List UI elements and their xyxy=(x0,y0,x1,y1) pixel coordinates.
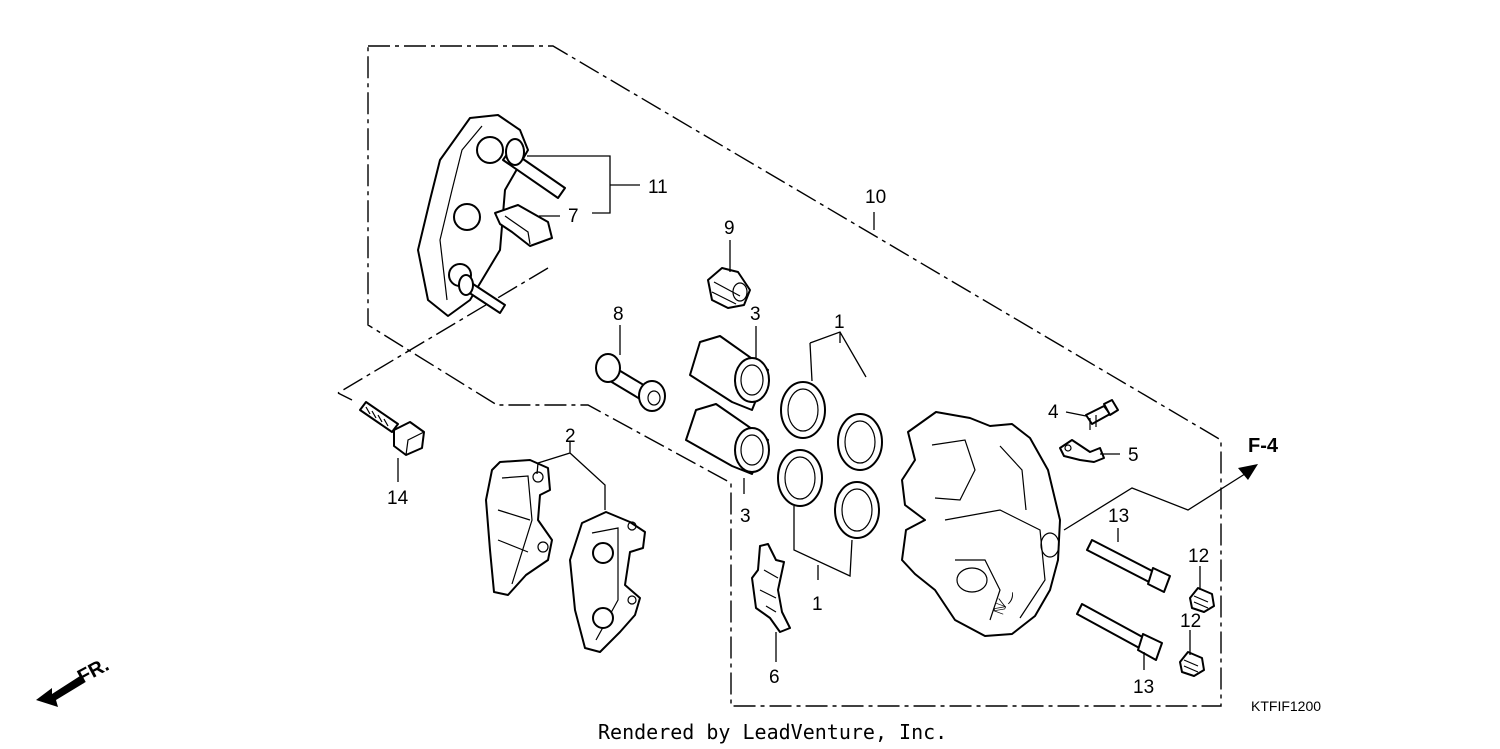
brake-pad-front[interactable] xyxy=(485,459,553,596)
piston-seal-upper-left[interactable] xyxy=(780,381,826,439)
mounting-bolt-14[interactable] xyxy=(359,401,425,456)
caliper-assembly-boundary xyxy=(367,45,1222,707)
leader-lines xyxy=(397,155,1258,670)
render-credit: Rendered by LeadVenture, Inc. xyxy=(598,720,947,744)
slide-pin-8[interactable] xyxy=(595,353,666,412)
piston-seal-lower-right[interactable] xyxy=(834,481,880,539)
bleeder-valve-4[interactable] xyxy=(1085,399,1119,430)
callout-4: 4 xyxy=(1048,402,1059,423)
callout-2: 2 xyxy=(565,426,576,447)
callout-9: 9 xyxy=(724,218,735,239)
front-arrow-icon xyxy=(36,676,84,707)
piston-lower-3[interactable] xyxy=(685,403,770,475)
callout-13-lower: 13 xyxy=(1133,677,1154,698)
piston-upper-3[interactable] xyxy=(689,335,770,411)
callout-3-lower: 3 xyxy=(740,506,751,527)
callout-12-upper: 12 xyxy=(1188,546,1209,567)
section-reference-f4[interactable]: F-4 xyxy=(1248,435,1279,457)
pin-boot-9[interactable] xyxy=(707,267,751,309)
pin-plug-12-upper[interactable] xyxy=(1189,587,1215,613)
piston-seal-lower-left[interactable] xyxy=(777,449,823,507)
callout-11: 11 xyxy=(648,177,668,198)
front-direction-indicator: FR. xyxy=(36,654,113,707)
callout-8: 8 xyxy=(613,304,624,325)
hanger-pin-13-upper[interactable] xyxy=(1086,539,1171,593)
callout-5: 5 xyxy=(1128,445,1139,466)
pad-spring-7[interactable] xyxy=(494,204,553,247)
callout-1-lower: 1 xyxy=(812,594,823,615)
hanger-pin-13-lower[interactable] xyxy=(1076,603,1163,661)
callout-3-upper: 3 xyxy=(750,304,761,325)
callout-1-upper: 1 xyxy=(834,312,845,333)
callout-14: 14 xyxy=(387,488,409,509)
caliper-body[interactable]: ℕ∕‿ xyxy=(901,411,1061,637)
callout-6: 6 xyxy=(769,667,780,688)
brake-pad-rear[interactable] xyxy=(569,511,646,653)
bleeder-cap-5[interactable] xyxy=(1059,439,1105,463)
pad-retainer-6[interactable] xyxy=(751,543,791,633)
callout-12-lower: 12 xyxy=(1180,611,1201,632)
callout-7: 7 xyxy=(568,206,579,227)
bracket-boundary-line xyxy=(337,267,549,401)
pin-plug-12-lower[interactable] xyxy=(1179,651,1205,677)
caliper-bracket[interactable] xyxy=(417,114,566,317)
diagram-code: KTFIF1200 xyxy=(1251,698,1321,714)
callout-13-upper: 13 xyxy=(1108,506,1129,527)
piston-seal-upper-right[interactable] xyxy=(837,413,883,471)
callout-10: 10 xyxy=(865,187,886,208)
f4-arrow-icon xyxy=(1238,464,1258,480)
